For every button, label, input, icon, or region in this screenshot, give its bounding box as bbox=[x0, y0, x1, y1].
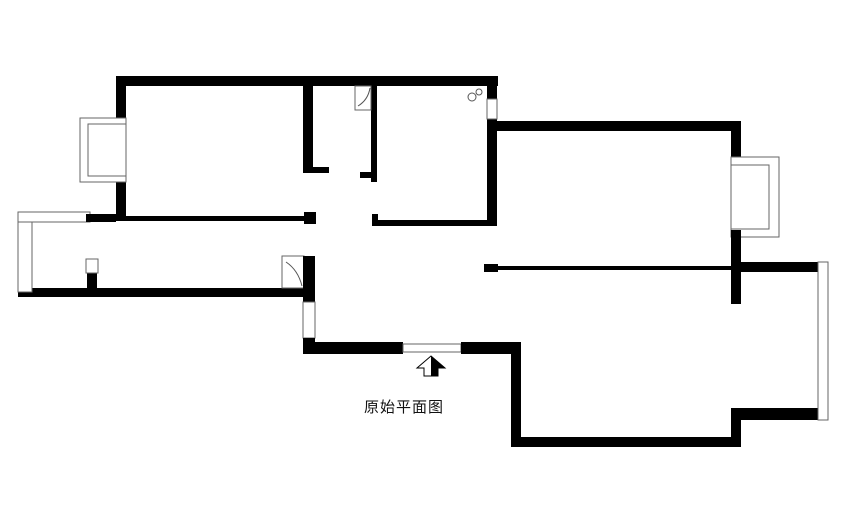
window-bay-left-inner bbox=[87, 123, 127, 177]
wall-bedroom1-bottom bbox=[116, 216, 316, 221]
bath-door-swing bbox=[357, 87, 371, 107]
wall-partition-a-foot bbox=[303, 167, 329, 173]
wall-partition-a bbox=[303, 86, 313, 172]
wall-right-divider bbox=[488, 266, 741, 270]
wall-central-lower bbox=[303, 256, 315, 302]
wall-bath-foot bbox=[360, 172, 377, 178]
window-central-lower bbox=[302, 301, 316, 339]
wall-right-divider-stub bbox=[484, 264, 498, 272]
window-balcony-left bbox=[17, 211, 33, 293]
wall-balcony-top-stub bbox=[86, 214, 116, 222]
wall-bottom-right bbox=[461, 342, 521, 354]
window-balcony-right bbox=[817, 261, 829, 421]
wall-top-left-top bbox=[116, 76, 498, 86]
wall-balcony-right-bottom bbox=[731, 408, 828, 420]
window-bedroom2-small bbox=[486, 98, 498, 120]
wall-balcony-right-top bbox=[731, 262, 828, 272]
wall-bottom-left bbox=[303, 342, 403, 354]
wall-bath-left bbox=[371, 86, 377, 182]
fixture-circle-b bbox=[475, 88, 483, 96]
wall-bedroom2-right bbox=[487, 76, 497, 226]
plan-caption: 原始平面图 bbox=[364, 398, 445, 416]
wall-corridor-pillar bbox=[304, 212, 316, 224]
wall-balcony-post bbox=[87, 273, 97, 293]
bath-door-frame bbox=[354, 85, 372, 111]
entrance-door bbox=[402, 343, 462, 353]
wall-right-room-right bbox=[731, 121, 741, 165]
entrance-arrow-shadow bbox=[431, 356, 445, 376]
wall-lower-room-bottom bbox=[511, 437, 741, 447]
wall-lower-room-right bbox=[731, 408, 741, 447]
window-right-inner bbox=[730, 164, 770, 230]
fixture-circle-a bbox=[467, 92, 477, 102]
wall-right-room-top bbox=[487, 121, 741, 131]
wall-bedroom2-stub bbox=[372, 214, 378, 226]
wall-lower-room-left bbox=[511, 342, 521, 447]
window-balcony-top bbox=[17, 211, 91, 223]
door-swing-corridor bbox=[285, 261, 303, 287]
wall-bedroom2-bottom bbox=[372, 220, 497, 226]
wall-balcony-bottom bbox=[18, 288, 315, 297]
fixture-balcony-small bbox=[85, 258, 99, 274]
